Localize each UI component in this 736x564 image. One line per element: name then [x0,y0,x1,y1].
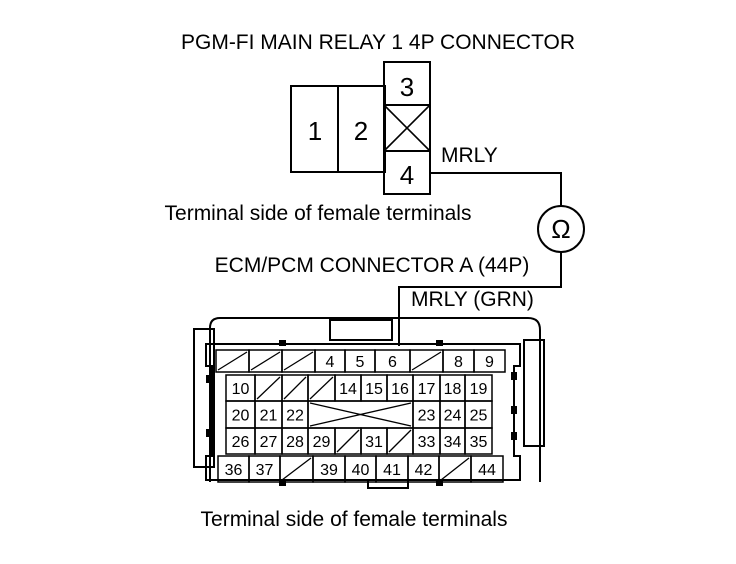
ecm-terminal-number: 26 [232,434,250,451]
ecm-terminal-number: 20 [232,408,250,425]
relay-connector: 1 2 3 4 [290,61,431,195]
ecm-caption: Terminal side of female terminals [201,508,508,531]
ecm-terminal-number: 16 [391,381,409,398]
ecm-terminal-number: 17 [418,381,436,398]
blank-terminal-slash [217,351,248,371]
ecm-terminal-number: 35 [470,434,488,451]
ecm-cell [473,349,506,373]
ecm-terminal-number: 8 [454,354,463,371]
ecm-terminal-number: 27 [260,434,278,451]
ecm-terminal-number: 44 [478,462,496,479]
blank-terminal-slash [388,429,412,453]
ecm-terminal-number: 25 [470,408,488,425]
blank-terminal-slash [283,376,307,400]
blank-terminal-slash [283,351,314,371]
probe-wiring [398,172,562,346]
ecm-terminal-number: 34 [444,434,462,451]
blank-terminal-slash [309,402,412,427]
ecm-terminal-number: 22 [286,408,304,425]
ecm-terminal-number: 37 [256,462,274,479]
ecm-terminal-number: 36 [225,462,243,479]
ecm-terminal-number: 19 [470,381,488,398]
ecm-terminal-number: 41 [383,462,401,479]
ecm-terminal-number: 31 [365,434,383,451]
relay-terminal-4: 4 [400,160,414,190]
ecm-terminal-number: 5 [356,354,365,371]
ecm-connector-title: ECM/PCM CONNECTOR A (44P) [215,254,530,277]
relay-terminal-3: 3 [400,72,414,102]
ecm-wire-label: MRLY (GRN) [411,288,534,311]
ohm-symbol: Ω [551,214,570,244]
ecm-terminal-number: 6 [388,354,397,371]
ecm-terminal-number: 14 [339,381,357,398]
ecm-terminal-number: 42 [415,462,433,479]
relay-wire-label: MRLY [441,144,498,167]
blank-terminal-slash [411,351,442,371]
ecm-cell [470,455,504,483]
ecm-cell [464,427,493,455]
ecm-terminal-number: 28 [286,434,304,451]
blank-terminal-slash [281,457,312,481]
ecm-terminal-grid: 4 5 6 8 9 10 14 15 16 17 18 19 20 21 22 23 24 25 26 27 28 29 3… [215,349,506,483]
blank-terminal-slash [309,376,334,400]
ohmmeter: Ω [537,205,585,253]
ecm-terminal-number: 24 [444,408,462,425]
ecm-terminal-number: 40 [352,462,370,479]
ecm-terminal-number: 4 [326,354,335,371]
ecm-terminal-number: 10 [232,381,250,398]
blank-terminal-slash [256,376,281,400]
ecm-terminal-number: 18 [444,381,462,398]
blank-terminal-slash [336,429,360,453]
blank-terminal-slash [250,351,281,371]
ecm-terminal-number: 9 [485,354,494,371]
relay-terminal-2: 2 [354,116,368,146]
ecm-terminal-number: 15 [365,381,383,398]
relay-connector-title: PGM-FI MAIN RELAY 1 4P CONNECTOR [181,31,575,54]
blank-terminal-slash [440,457,470,481]
ecm-terminal-number: 21 [260,408,278,425]
relay-terminal-1: 1 [308,116,322,146]
ecm-terminal-number: 29 [313,434,331,451]
ecm-terminal-number: 39 [320,462,338,479]
ecm-connector: 4 5 6 8 9 10 14 15 16 17 18 19 20 21 22 23 24 25 26 27 28 29 3… [193,317,545,489]
relay-caption: Terminal side of female terminals [165,202,472,225]
ecm-terminal-number: 23 [418,408,436,425]
ecm-terminal-number: 33 [418,434,436,451]
